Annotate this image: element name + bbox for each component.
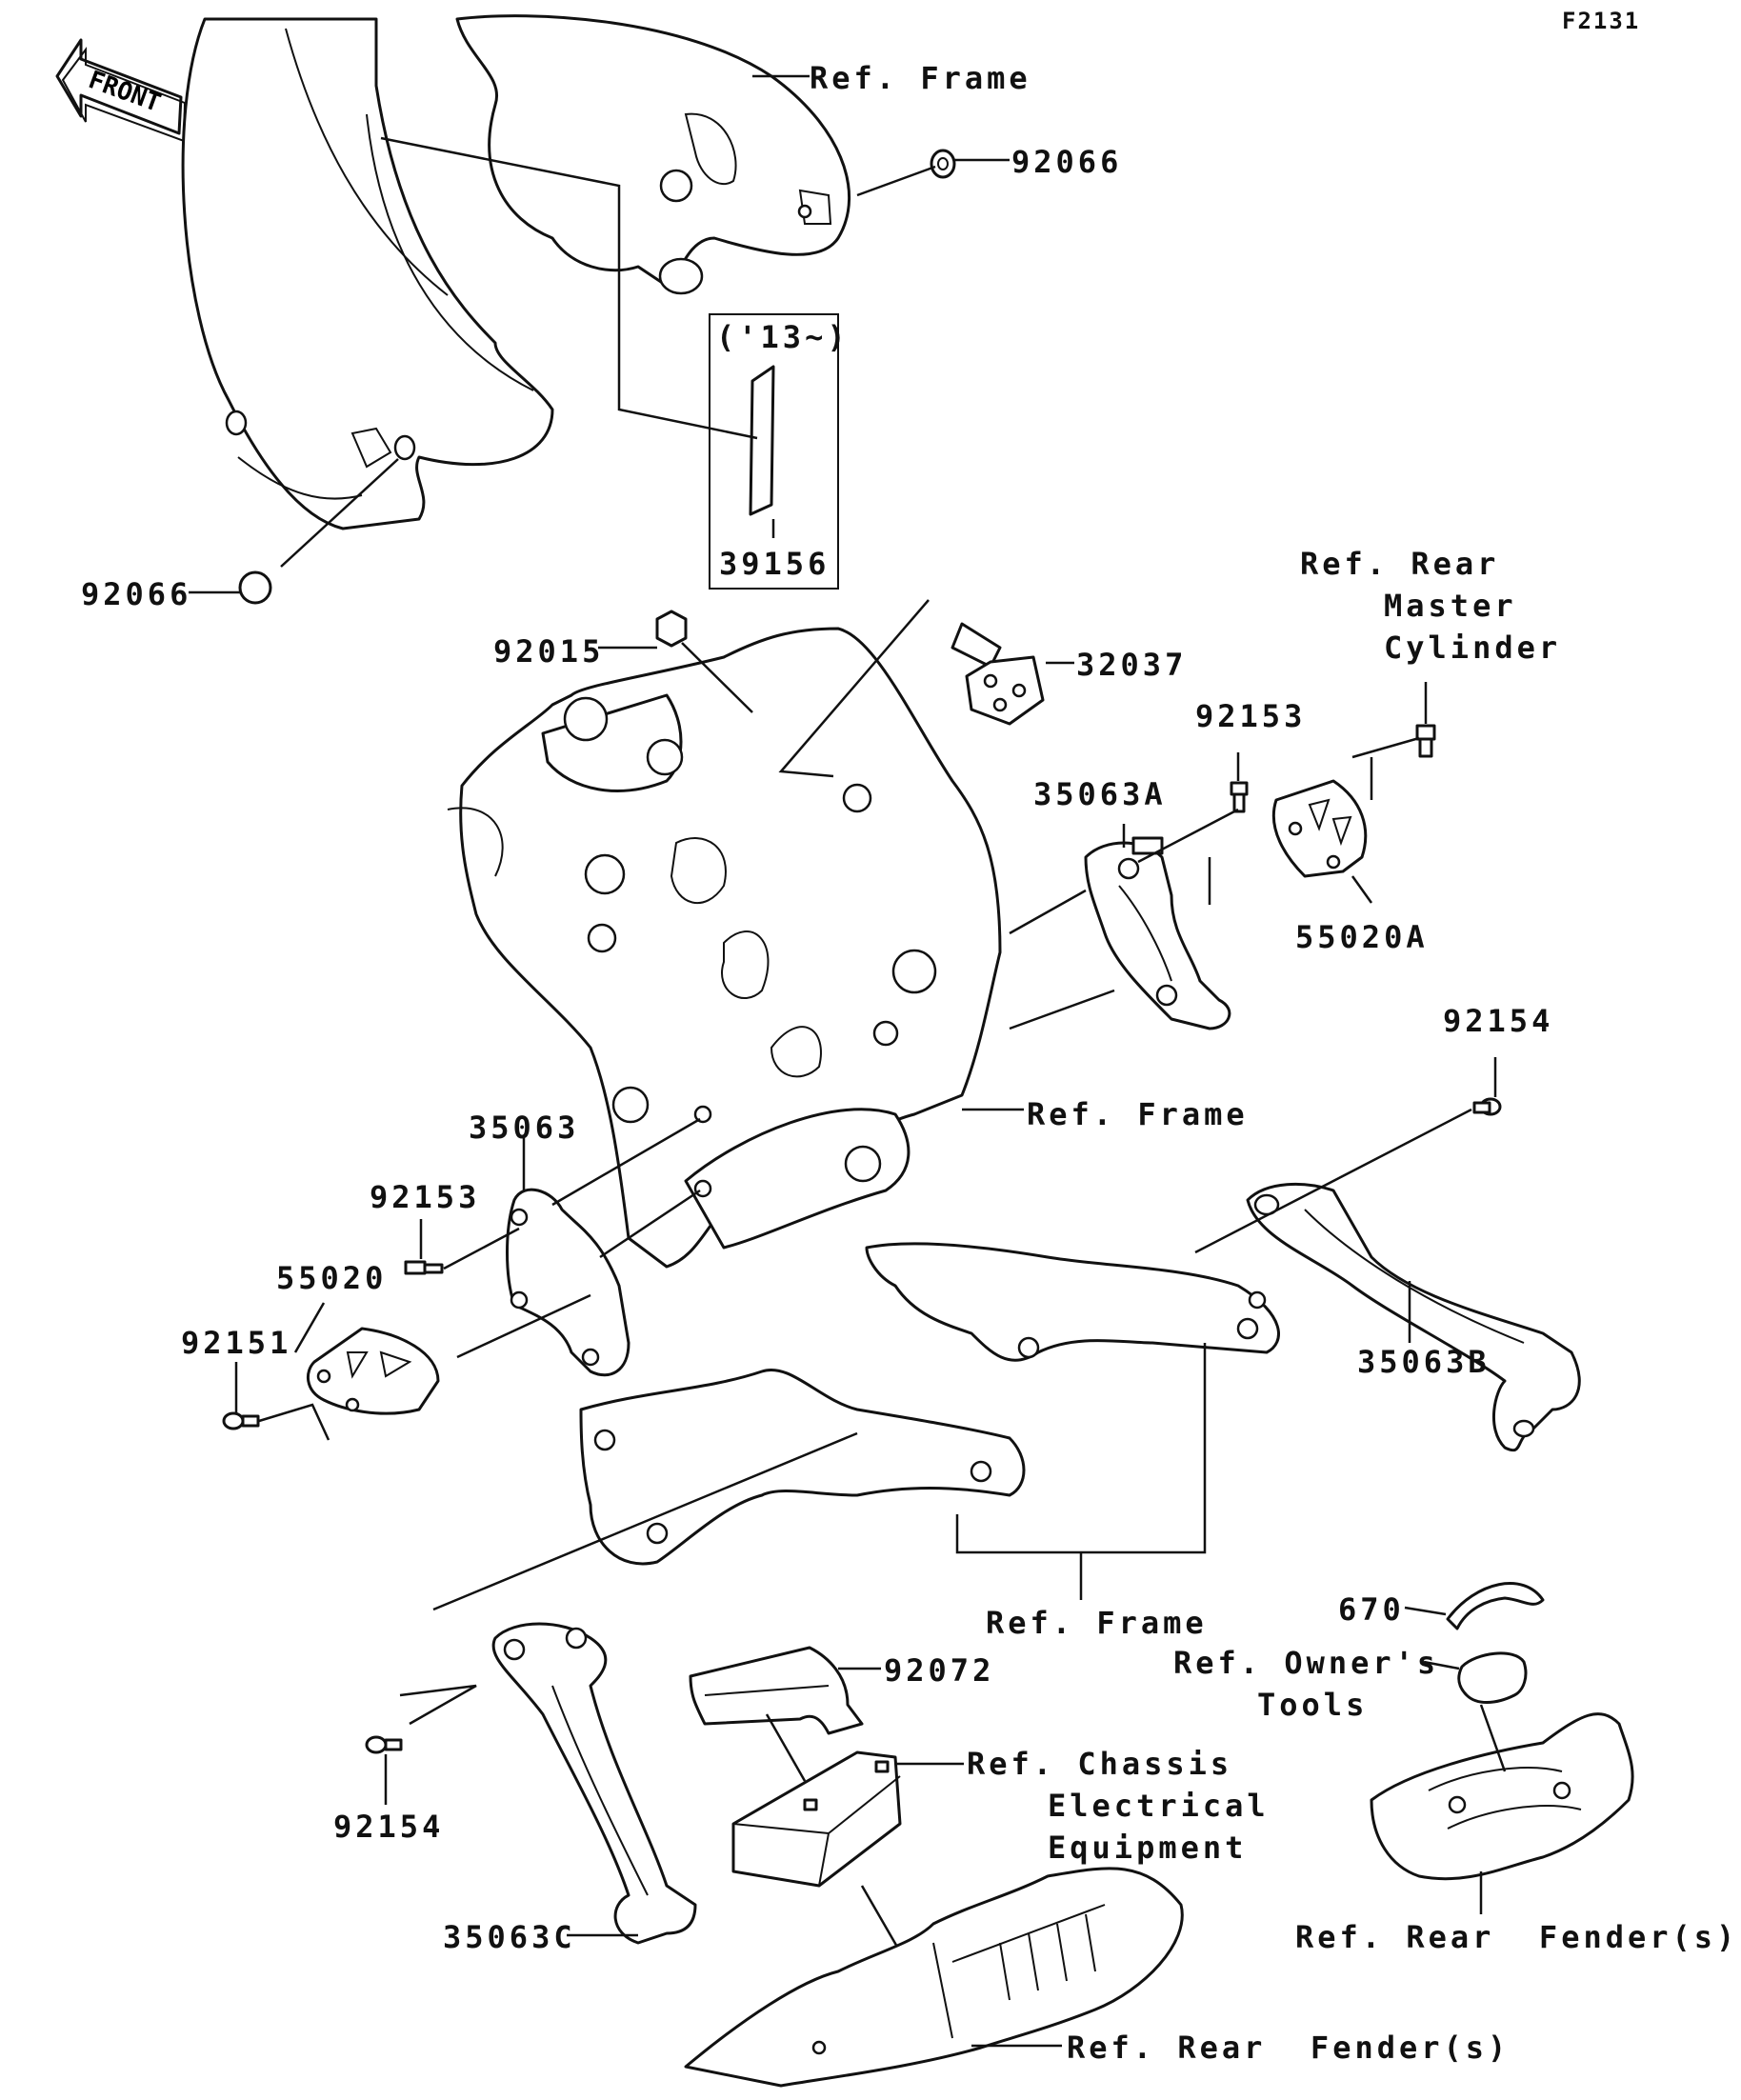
top-frame-part <box>455 14 851 295</box>
callout-rear-fender-bottom: Ref. Rear Fender(s) <box>1067 2030 1511 2066</box>
assembly-92153-left <box>443 1227 520 1270</box>
callout-32037: 32037 <box>1076 647 1188 683</box>
leader-owners-tools <box>1423 1660 1460 1670</box>
assembly-92151 <box>258 1403 330 1441</box>
assembly-line-6 <box>1009 989 1115 1030</box>
callout-ref-frame-mid: Ref. Frame <box>1027 1096 1249 1132</box>
lower-frame-lower-part <box>579 1368 1026 1566</box>
callout-rear-master-cyl-2: Master <box>1384 588 1517 624</box>
callout-55020: 55020 <box>276 1260 388 1296</box>
callout-92066-left: 92066 <box>81 576 192 612</box>
leader-92066-left-cowl <box>280 458 399 568</box>
bolt-92153-left <box>404 1260 444 1275</box>
label-39156-box <box>709 313 839 590</box>
grommet-92066-top <box>930 149 956 179</box>
assembly-line-5 <box>1009 889 1087 935</box>
assembly-92154-left <box>399 1684 477 1726</box>
grommet-92066-left <box>238 570 272 605</box>
callout-55020A: 55020A <box>1295 919 1429 955</box>
strap-92072 <box>689 1646 864 1735</box>
callout-chassis-elec-2: Electrical <box>1048 1788 1270 1824</box>
tool-tray-part <box>1370 1712 1634 1881</box>
callout-92154-left: 92154 <box>333 1809 445 1845</box>
bolt-92151 <box>222 1411 260 1430</box>
label-39156-part <box>749 365 775 516</box>
front-arrow-icon: FRONT <box>55 38 187 143</box>
callout-chassis-elec-1: Ref. Chassis <box>967 1746 1233 1782</box>
plate-55020 <box>306 1327 440 1415</box>
leader-55020A <box>1351 875 1373 904</box>
assembly-55020-1 <box>456 1293 591 1359</box>
leader-39156-cowl <box>380 136 758 440</box>
bolt-92154-right <box>1472 1097 1502 1116</box>
bracket-35063A <box>1084 836 1231 1030</box>
bolt-92154-left <box>365 1735 403 1754</box>
callout-rear-master-cyl-3: Cylinder <box>1384 630 1562 666</box>
bracket-35063B <box>1246 1182 1581 1452</box>
assembly-line-4 <box>1137 808 1239 864</box>
callout-rear-fender-right: Ref. Rear Fender(s) <box>1295 1919 1739 1955</box>
callout-92066-top: 92066 <box>1011 144 1123 180</box>
leader-92015-part <box>681 642 753 713</box>
callout-92151: 92151 <box>181 1325 292 1361</box>
bolt-master-cyl <box>1415 724 1436 758</box>
lower-frame-upper-part <box>865 1242 1280 1362</box>
callout-39156: 39156 <box>719 546 830 582</box>
battery-part <box>731 1750 902 1888</box>
figure-code: F2131 <box>1562 8 1641 34</box>
callout-92153-right: 92153 <box>1195 698 1307 734</box>
callout-35063A: 35063A <box>1033 776 1167 812</box>
rear-fender-bottom-part <box>684 1867 1184 2088</box>
leader-55020 <box>293 1302 326 1353</box>
callout-92015: 92015 <box>493 633 605 670</box>
callout-92154-right: 92154 <box>1443 1003 1554 1039</box>
assembly-line-35063B-1 <box>1194 1108 1472 1254</box>
callout-670: 670 <box>1338 1591 1405 1628</box>
assembly-line-35063-2 <box>599 1189 701 1259</box>
callout-chassis-elec-3: Equipment <box>1048 1830 1248 1866</box>
assembly-92072-battery <box>765 1713 807 1782</box>
assembly-line-35063-1 <box>551 1117 701 1207</box>
tool-case-part <box>1457 1651 1528 1704</box>
plate-32037 <box>951 622 1045 726</box>
callout-ref-frame-lower: Ref. Frame <box>986 1605 1208 1641</box>
callout-ref-frame-top: Ref. Frame <box>810 60 1031 96</box>
leader-670 <box>1404 1606 1447 1616</box>
assembly-tools-tray <box>1479 1704 1507 1772</box>
leader-32037-frame <box>778 599 930 778</box>
callout-year-note: ('13~) <box>716 319 850 355</box>
nut-92015 <box>655 610 688 648</box>
callout-35063: 35063 <box>469 1110 580 1146</box>
callout-owners-tools-2: Tools <box>1257 1687 1369 1723</box>
callout-rear-master-cyl-1: Ref. Rear <box>1300 546 1500 582</box>
plate-55020A <box>1271 779 1368 878</box>
leader-92066-top-frame <box>856 165 936 197</box>
band-670 <box>1446 1582 1545 1630</box>
bolt-92153-right <box>1230 781 1249 813</box>
callout-92153-left: 92153 <box>370 1179 481 1215</box>
callout-92072: 92072 <box>884 1652 995 1689</box>
callout-35063C: 35063C <box>443 1919 576 1955</box>
main-frame-part <box>447 627 1002 1269</box>
front-cowl-part <box>181 17 554 530</box>
assembly-line-1 <box>1351 736 1420 759</box>
callout-35063B: 35063B <box>1357 1344 1491 1380</box>
assembly-35063C-frame <box>432 1431 858 1611</box>
bracket-35063C <box>491 1622 697 1945</box>
callout-owners-tools-1: Ref. Owner's <box>1173 1645 1440 1681</box>
bracket-35063 <box>506 1188 630 1377</box>
